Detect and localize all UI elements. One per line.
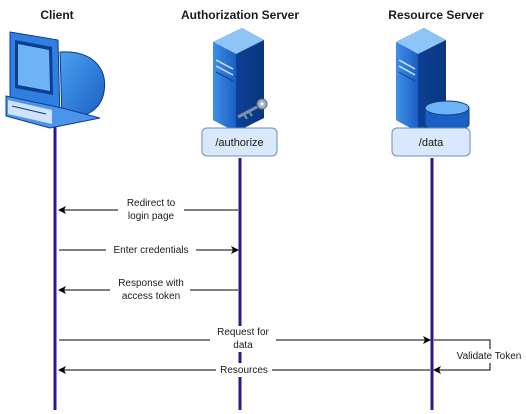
response-label: Response with access token <box>110 277 190 303</box>
request-label-line-2: data <box>233 340 253 351</box>
data-endpoint-label: /data <box>419 137 444 149</box>
authorize-endpoint: /authorize <box>201 127 278 157</box>
client-title: Client <box>40 8 73 22</box>
server-key-icon <box>213 28 268 132</box>
validate-label: Validate Token <box>452 349 524 363</box>
server-database-icon <box>396 28 470 132</box>
resources-label-line-1: Resources <box>220 365 268 376</box>
redirect-label-line-1: Redirect to <box>127 198 176 209</box>
resource-server-title: Resource Server <box>388 8 484 22</box>
resources-label: Resources <box>216 363 272 377</box>
computer-icon <box>5 31 106 129</box>
credentials-label: Enter credentials <box>106 243 196 257</box>
authorize-endpoint-label: /authorize <box>215 137 263 149</box>
request-label-line-1: Request for <box>217 327 269 338</box>
credentials-label-line-1: Enter credentials <box>113 245 188 256</box>
authorization-server-title: Authorization Server <box>181 8 299 22</box>
response-label-line-1: Response with <box>118 278 184 289</box>
validate-label-line-1: Validate Token <box>457 351 522 362</box>
data-endpoint: /data <box>391 127 471 157</box>
response-label-line-2: access token <box>122 291 180 302</box>
redirect-label-line-2: login page <box>128 211 175 222</box>
request-label: Request for data <box>210 326 276 352</box>
redirect-label: Redirect to login page <box>118 196 184 224</box>
